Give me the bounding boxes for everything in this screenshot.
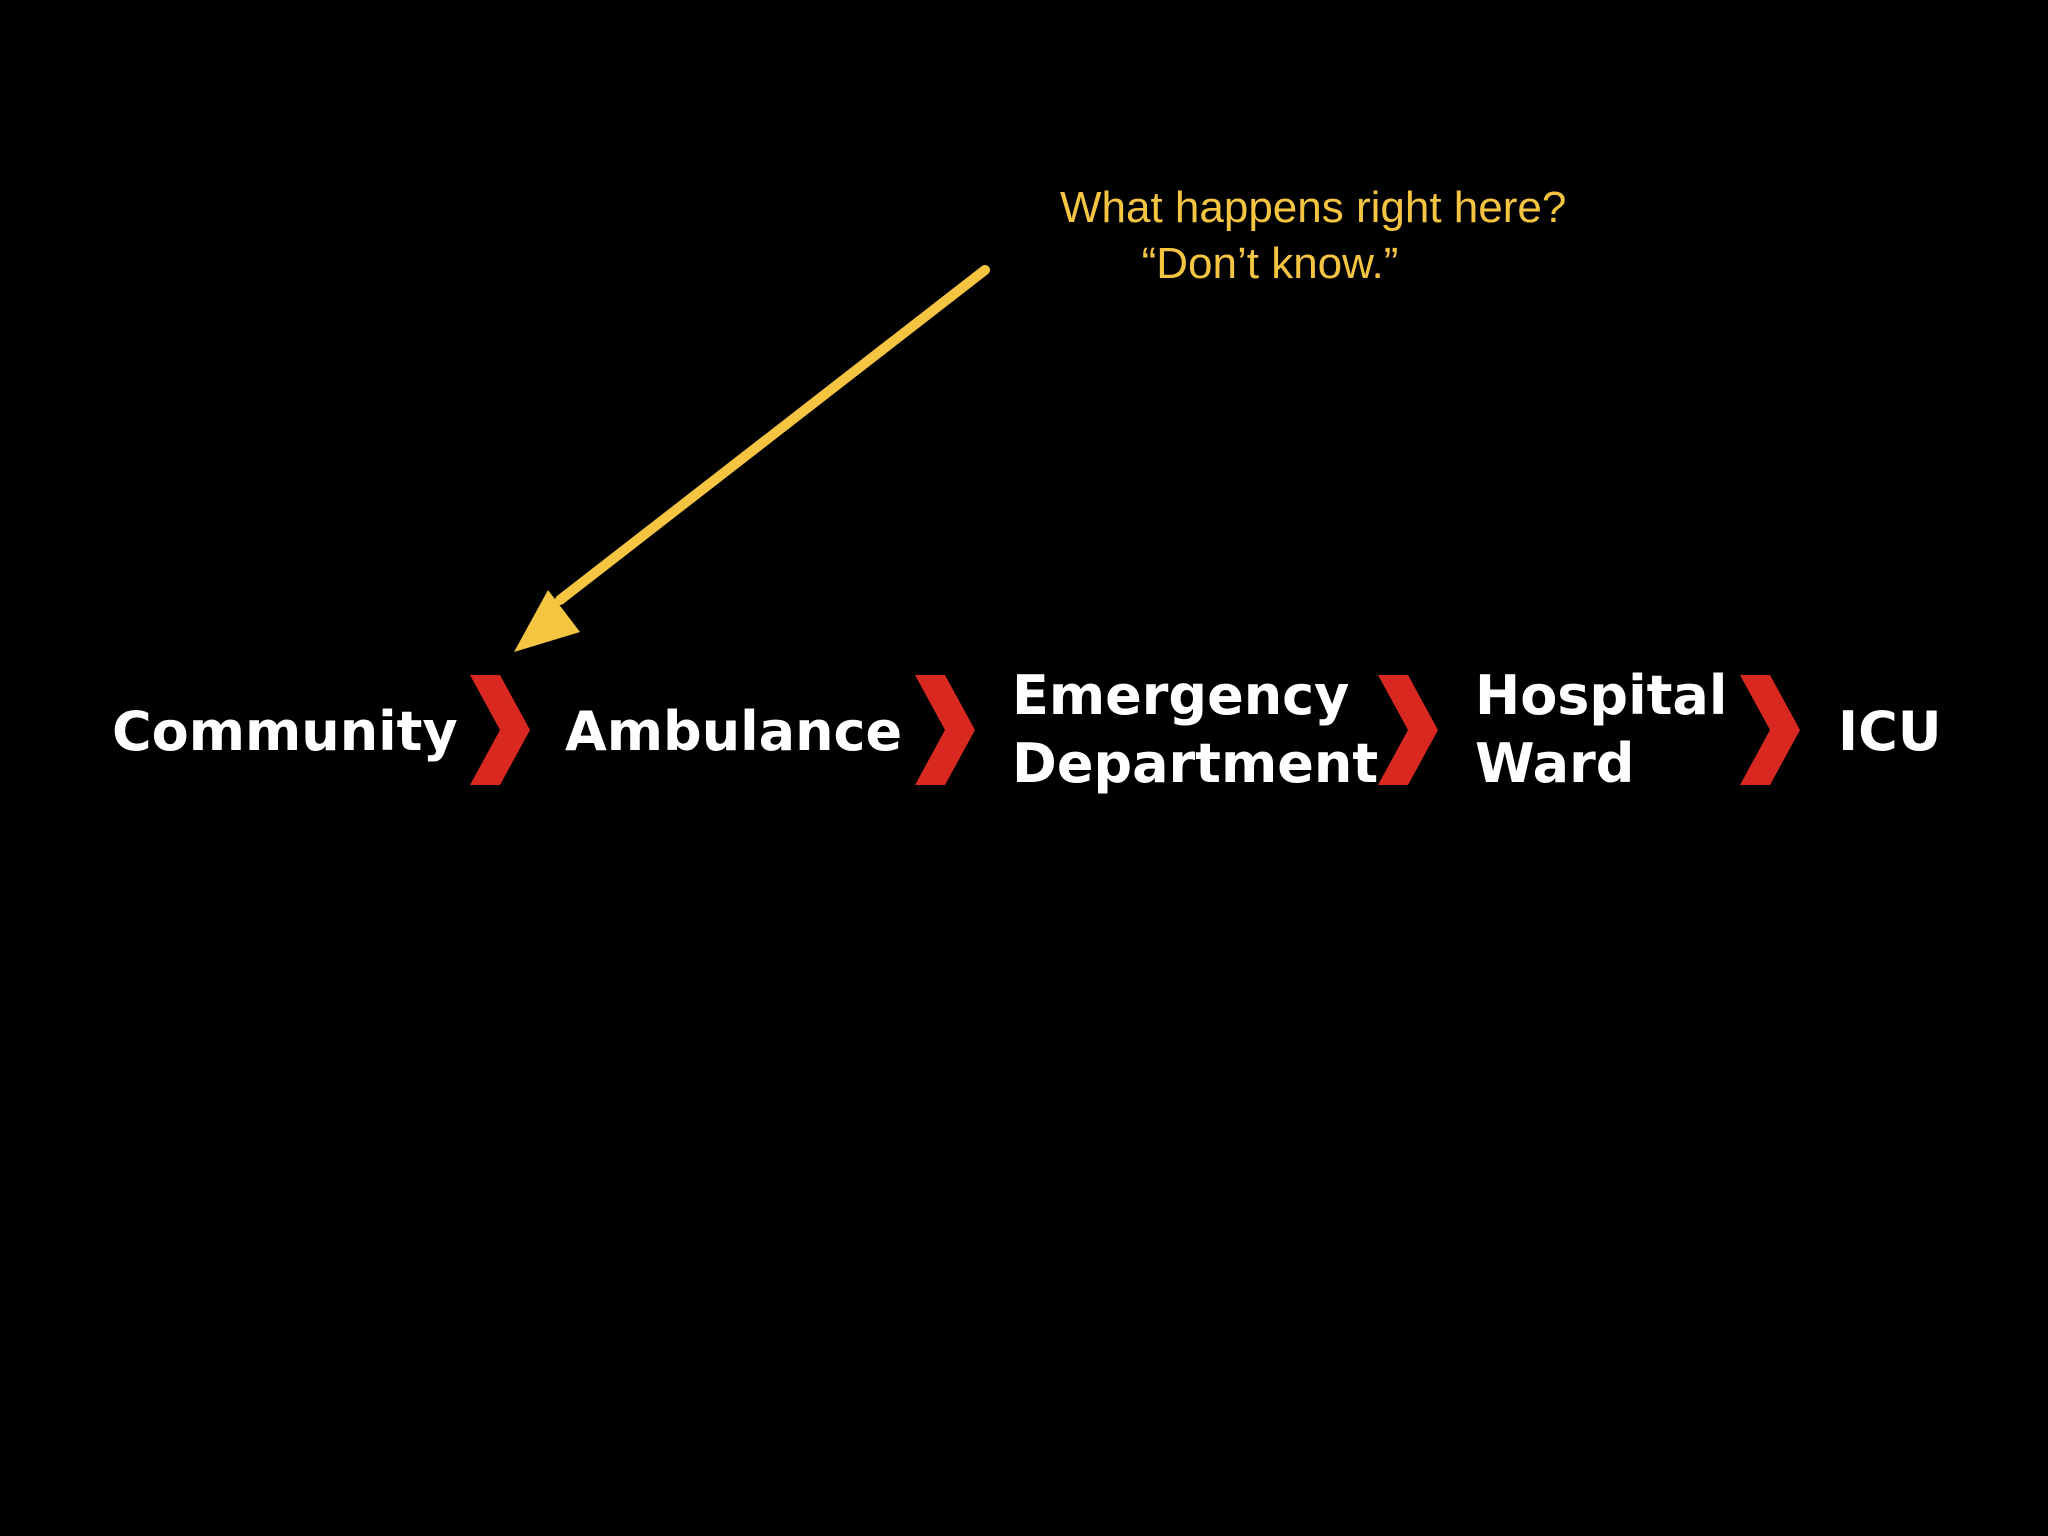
annotation-question: What happens right here? <box>1060 183 1567 232</box>
stage-community: Community <box>112 698 458 766</box>
stage-ambulance-label: Ambulance <box>565 700 903 763</box>
stage-hospital-ward-line2: Ward <box>1475 732 1635 795</box>
stage-icu: ICU <box>1838 698 1942 766</box>
chevron-icon <box>470 675 530 785</box>
chevron-icon <box>1740 675 1800 785</box>
annotation-callout: What happens right here? “Don’t know.” <box>1060 180 1567 292</box>
pointer-arrow-shaft <box>555 265 990 605</box>
pointer-arrow-head <box>514 590 580 652</box>
stage-ambulance: Ambulance <box>565 698 902 766</box>
stage-community-label: Community <box>112 700 458 763</box>
stage-hospital-ward-line1: Hospital <box>1475 664 1728 727</box>
chevron-icon <box>1378 675 1438 785</box>
stage-emergency-department-line2: Department <box>1012 732 1379 795</box>
stage-emergency-department-line1: Emergency <box>1012 664 1350 727</box>
annotation-answer: “Don’t know.” <box>1141 239 1399 288</box>
chevron-icon <box>915 675 975 785</box>
stage-emergency-department: Emergency Department <box>1012 662 1378 798</box>
stage-hospital-ward: Hospital Ward <box>1475 662 1727 798</box>
stage-icu-label: ICU <box>1838 700 1942 763</box>
pointer-arrow <box>514 265 990 652</box>
